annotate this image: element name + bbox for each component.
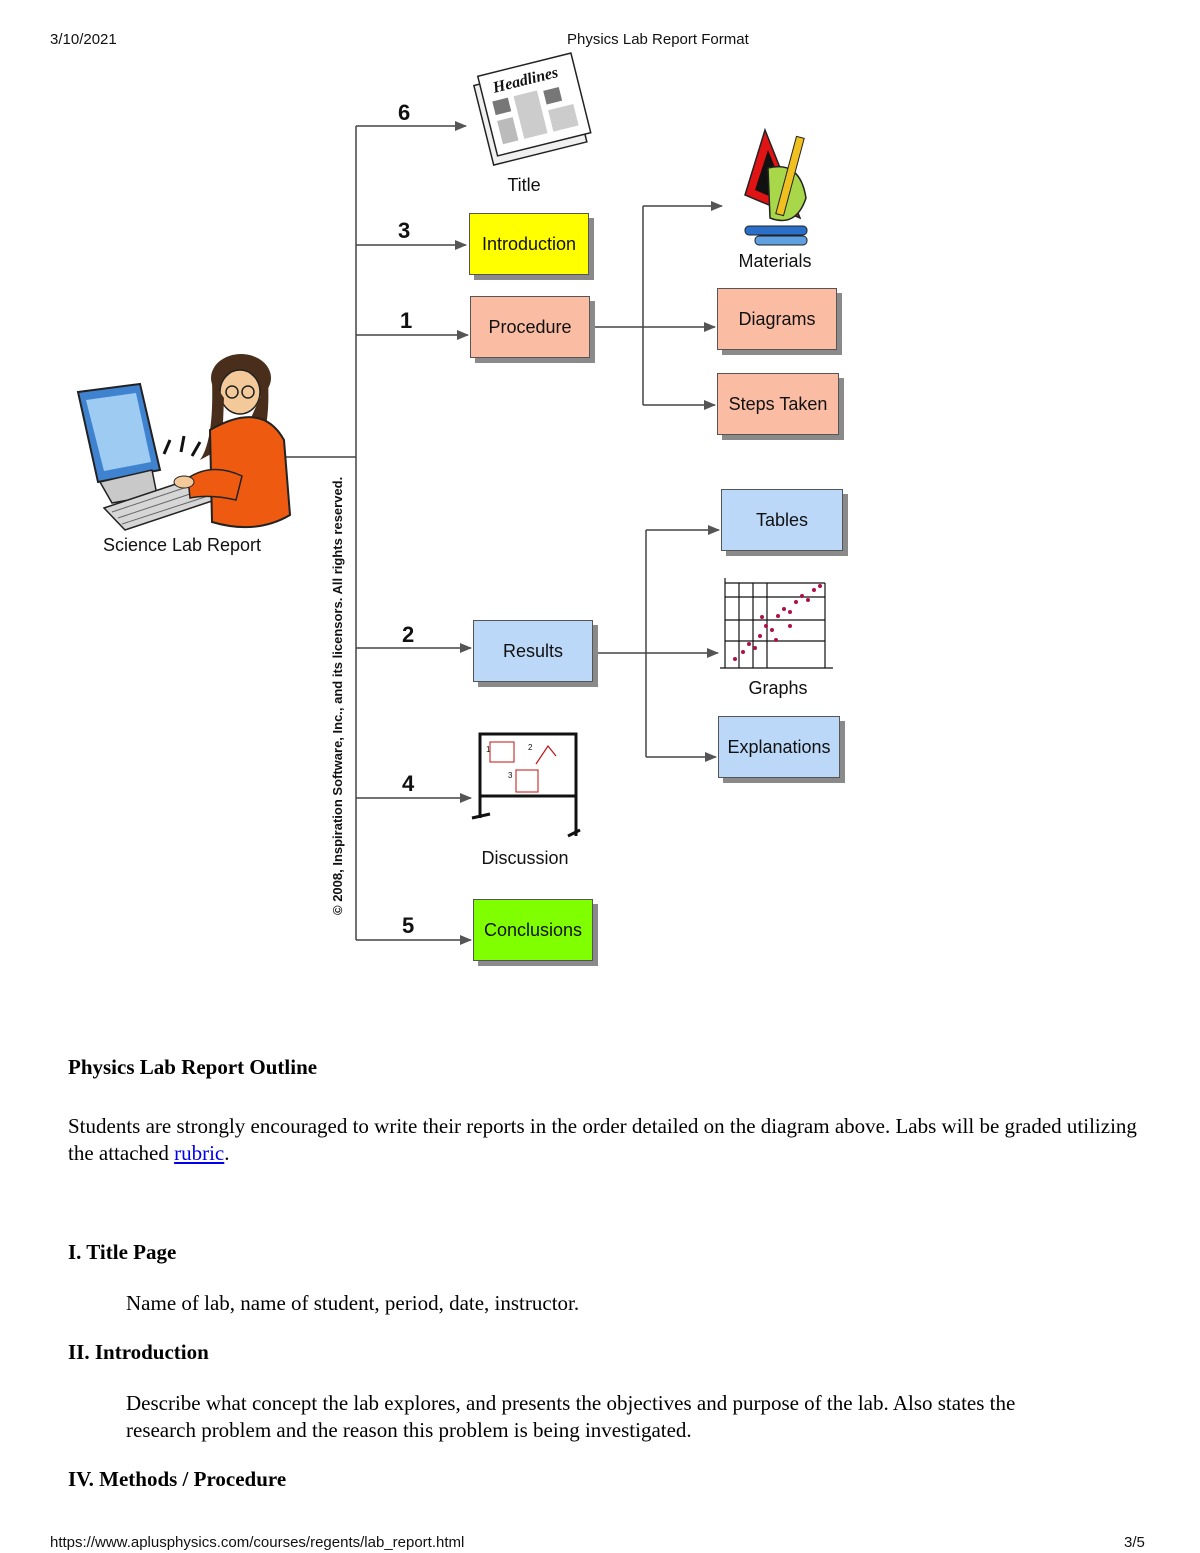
section-introduction-body: Describe what concept the lab explores, … (126, 1391, 1016, 1442)
results-box: Results (473, 620, 593, 682)
section-introduction-heading: II. Introduction (68, 1340, 209, 1364)
outline-intro: Students are strongly encouraged to writ… (68, 1113, 1138, 1167)
title-label: Title (507, 175, 541, 195)
materials-icon (744, 127, 808, 246)
branch-number-results: 2 (402, 622, 415, 647)
discussion-label: Discussion (481, 848, 569, 868)
introduction-box: Introduction (469, 213, 589, 275)
outline-intro-text: Students are strongly encouraged to writ… (68, 1114, 1137, 1165)
rubric-link[interactable]: rubric (174, 1141, 225, 1165)
tables-box: Tables (721, 489, 843, 551)
outline-heading: Physics Lab Report Outline (68, 1055, 318, 1079)
print-date: 3/10/2021 (50, 31, 117, 48)
branch-number-conclusions: 5 (402, 913, 415, 938)
branch-number-introduction: 3 (398, 218, 411, 243)
branch-number-title: 6 (398, 100, 411, 125)
copyright-notice: © 2008, Inspiration Software, Inc., and … (330, 476, 345, 915)
branch-number-procedure: 1 (400, 308, 413, 333)
page-number: 3/5 (1124, 1534, 1145, 1551)
svg-text:2: 2 (528, 743, 533, 752)
steps-taken-box: Steps Taken (717, 373, 839, 435)
section-title-page-heading: I. Title Page (68, 1240, 177, 1264)
section-title-page-body: Name of lab, name of student, period, da… (126, 1291, 580, 1315)
explanations-box: Explanations (718, 716, 840, 778)
root-label: Science Lab Report (102, 535, 262, 555)
scatter-graph-icon (720, 578, 833, 669)
whiteboard-icon: 1 2 3 (471, 732, 581, 838)
diagrams-box: Diagrams (717, 288, 837, 350)
outline-intro-end: . (224, 1141, 230, 1165)
graphs-label: Graphs (748, 678, 808, 698)
svg-text:1: 1 (486, 745, 491, 754)
lab-report-diagram: Headlines (76, 52, 833, 945)
section-methods-heading: IV. Methods / Procedure (68, 1467, 287, 1491)
conclusions-box: Conclusions (473, 899, 593, 961)
print-title: Physics Lab Report Format (567, 31, 749, 48)
scatter-points (733, 584, 822, 661)
materials-label: Materials (738, 251, 812, 271)
newspaper-icon: Headlines (472, 52, 592, 166)
footer-url: https://www.aplusphysics.com/courses/reg… (50, 1534, 465, 1551)
svg-text:3: 3 (508, 771, 513, 780)
procedure-box: Procedure (470, 296, 590, 358)
branch-number-discussion: 4 (402, 771, 415, 796)
student-computer-illustration (76, 354, 292, 531)
